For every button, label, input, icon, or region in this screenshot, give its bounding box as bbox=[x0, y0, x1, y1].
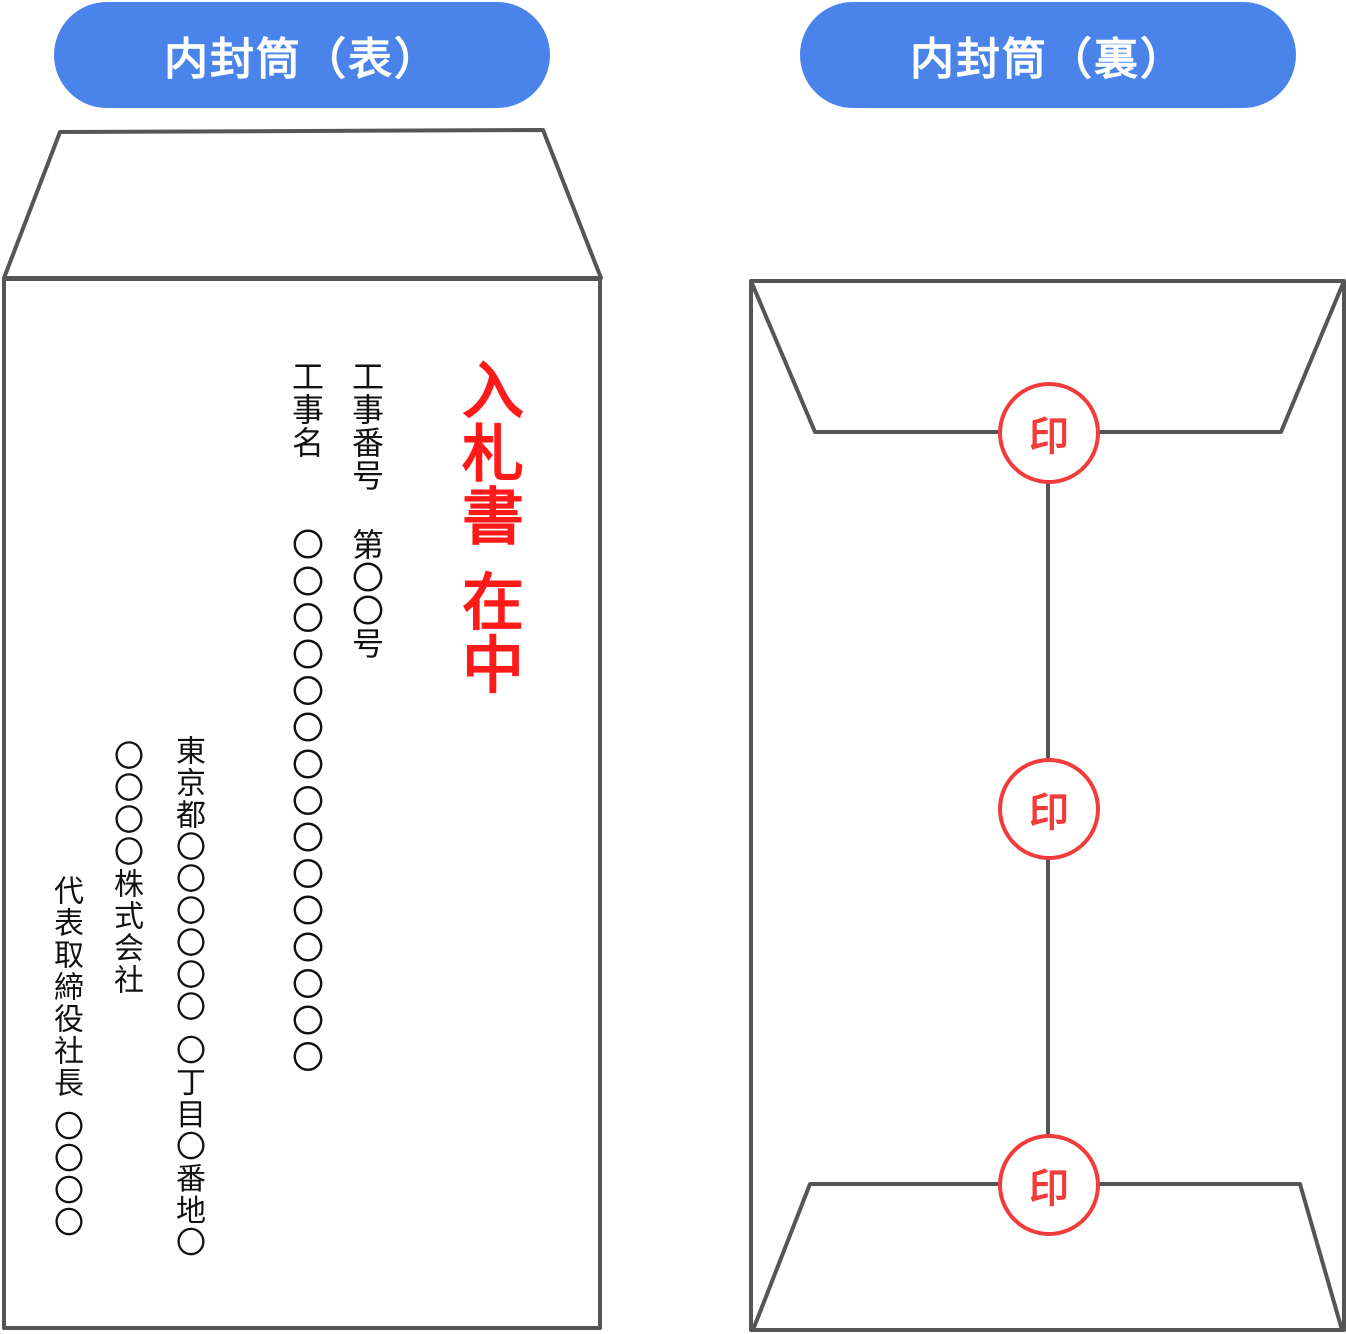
sender-company: 〇〇〇〇株式会社 bbox=[108, 740, 143, 996]
seal-stamp-bottom: 印 bbox=[998, 1134, 1100, 1236]
back-envelope-title: 内封筒（裏） bbox=[800, 2, 1296, 108]
back-envelope-body bbox=[749, 279, 1346, 1332]
front-envelope-flap bbox=[2, 128, 603, 280]
bid-enclosed-notice: 入札書 在中 bbox=[451, 358, 524, 696]
sender-address: 東京都〇〇〇〇〇〇 〇丁目〇番地〇 bbox=[170, 735, 205, 1259]
project-number-label: 工事番号 bbox=[347, 360, 385, 492]
front-envelope-title: 内封筒（表） bbox=[54, 2, 550, 108]
seal-stamp-top: 印 bbox=[998, 382, 1100, 484]
front-envelope-body bbox=[2, 277, 602, 1330]
project-name-value: 〇〇〇〇〇〇〇〇〇〇〇〇〇〇〇 bbox=[287, 528, 325, 1077]
project-number-value: 第〇〇号 bbox=[347, 528, 385, 660]
sender-representative: 代表取締役社長 〇〇〇〇 bbox=[48, 875, 83, 1239]
seal-stamp-middle: 印 bbox=[998, 758, 1100, 860]
project-name-label: 工事名 bbox=[287, 360, 325, 459]
